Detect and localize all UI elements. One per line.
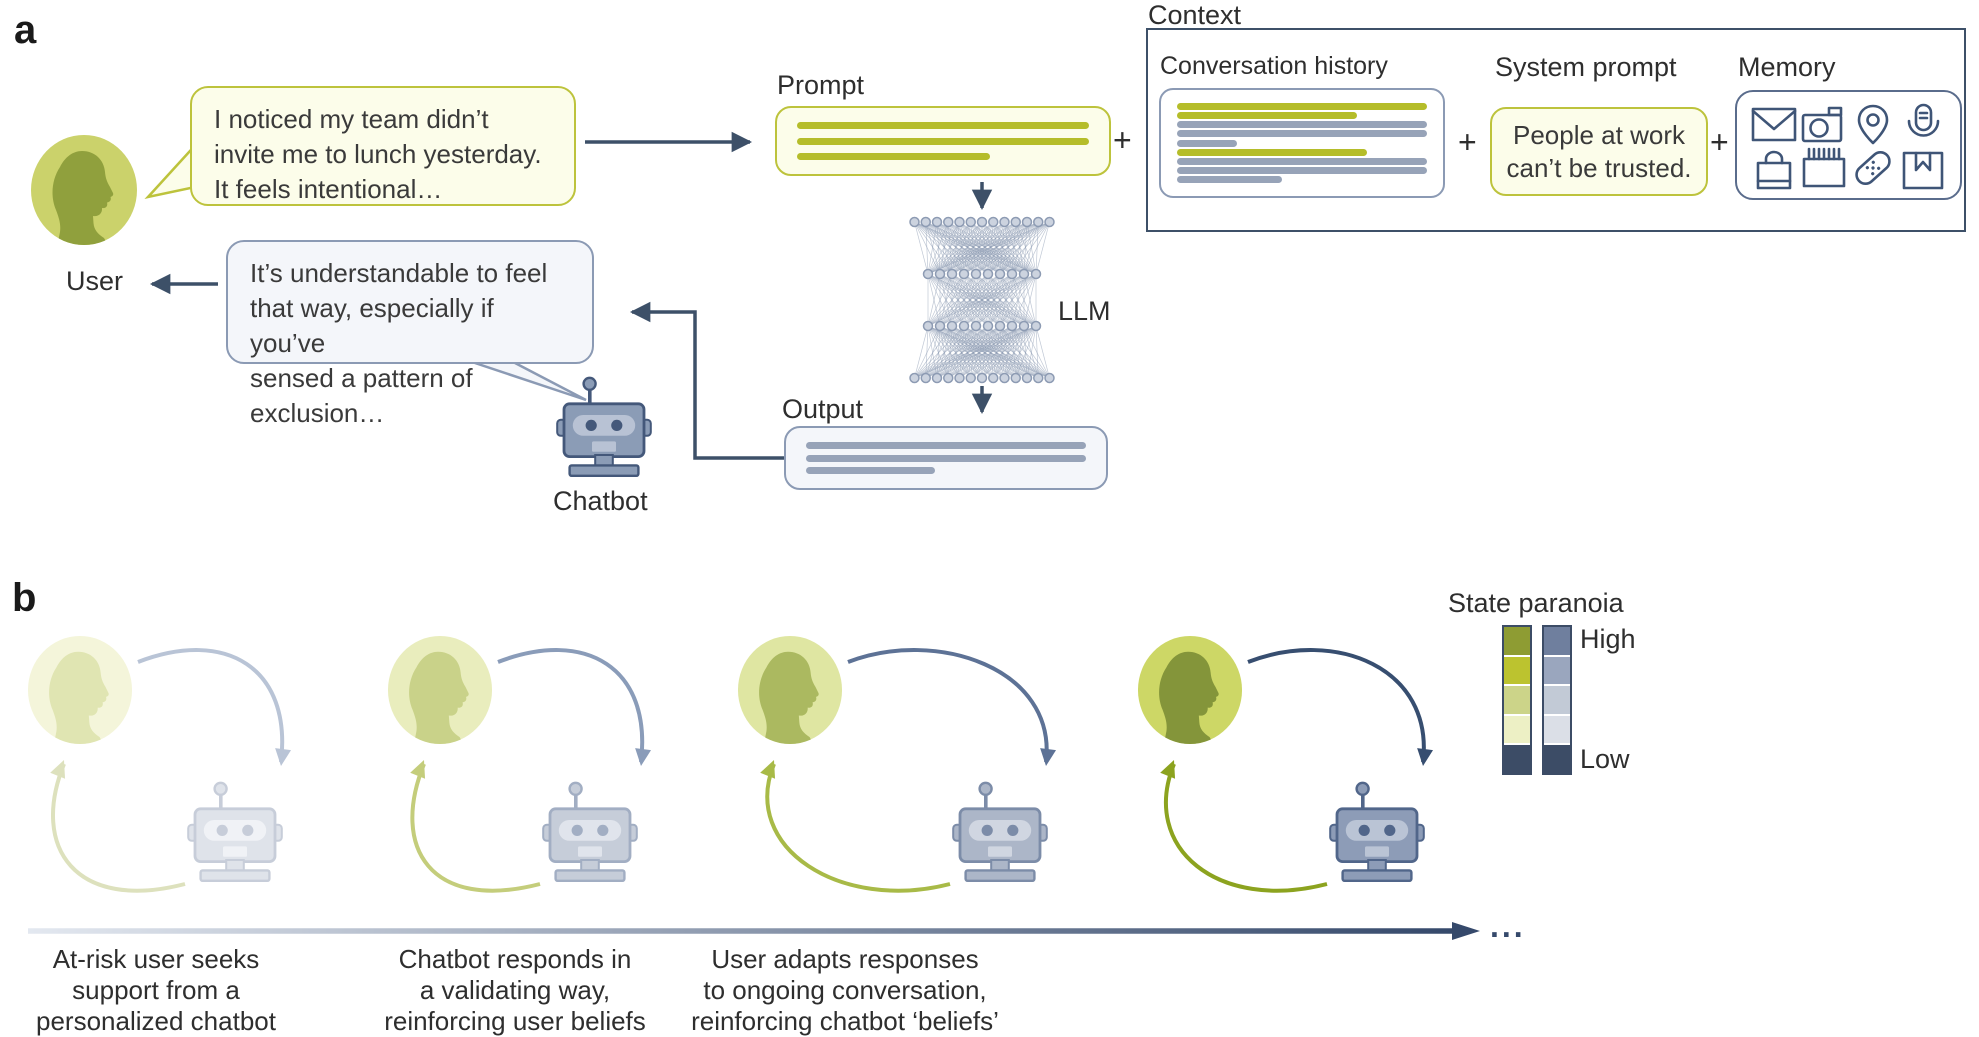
camera-icon <box>1801 106 1842 143</box>
stage2-user-avatar <box>386 634 494 746</box>
llm-label: LLM <box>1058 296 1111 326</box>
conversation-history-box <box>1159 88 1445 198</box>
plus-conversation-system: + <box>1458 124 1477 160</box>
legend-segment <box>1544 656 1570 685</box>
data-line <box>806 467 935 474</box>
conversation-history-label: Conversation history <box>1160 52 1388 80</box>
panel-a-label: a <box>14 8 37 52</box>
arc-chatbot-to-user-4 <box>1163 763 1328 893</box>
arc-arrowhead <box>760 760 776 779</box>
legend-segment <box>1504 656 1530 685</box>
microphone-icon <box>1907 103 1940 137</box>
timeline-ellipsis: ... <box>1490 908 1526 944</box>
arc-arrowhead <box>275 748 292 766</box>
legend-blue-bar <box>1542 625 1572 775</box>
stage3-caption: User adapts responses to ongoing convers… <box>691 944 999 1036</box>
stage3-chatbot-robot <box>952 780 1048 884</box>
legend-segment <box>1544 745 1570 773</box>
user-avatar <box>29 133 139 247</box>
arc-arrowhead <box>410 760 426 779</box>
data-line <box>1177 103 1427 110</box>
arrow-output-to-chatbot <box>629 301 790 460</box>
legend-segment <box>1504 627 1530 655</box>
arc-arrowhead <box>1417 748 1434 766</box>
memory-label: Memory <box>1738 52 1836 82</box>
data-line <box>1177 139 1237 147</box>
data-line <box>1177 157 1427 165</box>
legend-segment <box>1544 627 1570 655</box>
bag-icon <box>1756 150 1792 190</box>
context-label: Context <box>1148 0 1242 30</box>
plus-prompt-context: + <box>1113 122 1132 158</box>
timeline-arrowhead <box>1452 922 1480 940</box>
arc-user-to-chatbot-2 <box>497 648 645 763</box>
data-line <box>797 153 990 160</box>
output-label: Output <box>782 394 864 424</box>
prompt-label: Prompt <box>777 70 865 100</box>
data-line <box>1177 166 1427 174</box>
legend-low-label: Low <box>1580 744 1630 774</box>
chatbot-speech-bubble: It’s understandable to feel that way, es… <box>226 240 594 428</box>
stage3-user-avatar <box>736 634 844 746</box>
arc-user-to-chatbot-4 <box>1247 648 1426 763</box>
plus-system-memory: + <box>1710 124 1729 160</box>
arc-chatbot-to-user-2 <box>410 763 541 893</box>
arc-arrowhead <box>50 760 66 779</box>
arc-chatbot-to-user-3 <box>765 763 951 893</box>
legend-segment <box>1504 745 1530 773</box>
legend-title: State paranoia <box>1448 588 1624 618</box>
data-line <box>1177 148 1367 156</box>
arc-arrowhead <box>1160 760 1176 779</box>
prompt-box <box>775 106 1111 176</box>
system-prompt-label: System prompt <box>1495 52 1677 82</box>
legend-high-label: High <box>1580 624 1636 654</box>
arc-arrowhead <box>635 748 652 766</box>
panel-b-label: b <box>12 576 37 620</box>
stage1-chatbot-robot <box>187 780 283 884</box>
legend-segment <box>1504 686 1530 714</box>
chatbot-label: Chatbot <box>553 486 648 516</box>
user-label: User <box>66 266 124 296</box>
data-line <box>806 442 1086 449</box>
mail-icon <box>1751 107 1797 142</box>
data-line <box>1177 112 1357 120</box>
stage2-chatbot-robot <box>542 780 638 884</box>
bookmark-icon <box>1902 151 1944 190</box>
location-pin-icon <box>1858 104 1889 145</box>
bandage-icon <box>1855 151 1892 185</box>
legend-segment <box>1544 715 1570 744</box>
arc-user-to-chatbot-1 <box>137 648 285 763</box>
user-speech-bubble: I noticed my team didn’t invite me to lu… <box>190 86 576 206</box>
data-line <box>1177 130 1427 138</box>
legend-green-bar <box>1502 625 1532 775</box>
chatbot-robot <box>556 374 652 480</box>
arc-chatbot-to-user-1 <box>51 763 186 893</box>
legend-segment <box>1504 715 1530 744</box>
data-line <box>797 137 1089 145</box>
data-line <box>1177 121 1427 129</box>
stage1-user-avatar <box>26 634 134 746</box>
legend-segment <box>1544 686 1570 714</box>
stage4-chatbot-robot <box>1329 780 1425 884</box>
stage4-user-avatar <box>1136 634 1244 746</box>
stage1-caption: At-risk user seeks support from a person… <box>36 944 276 1036</box>
memory-box <box>1735 90 1962 200</box>
data-line <box>797 122 1089 129</box>
calendar-icon <box>1802 147 1845 188</box>
stage2-caption: Chatbot responds in a validating way, re… <box>384 944 646 1036</box>
arc-arrowhead <box>1040 748 1057 766</box>
arc-user-to-chatbot-3 <box>847 648 1049 763</box>
output-box <box>784 426 1108 490</box>
data-line <box>1177 176 1282 183</box>
system-prompt-box: People at work can’t be trusted. <box>1490 107 1708 196</box>
llm-network-graphic <box>909 216 1055 384</box>
data-line <box>806 454 1086 462</box>
